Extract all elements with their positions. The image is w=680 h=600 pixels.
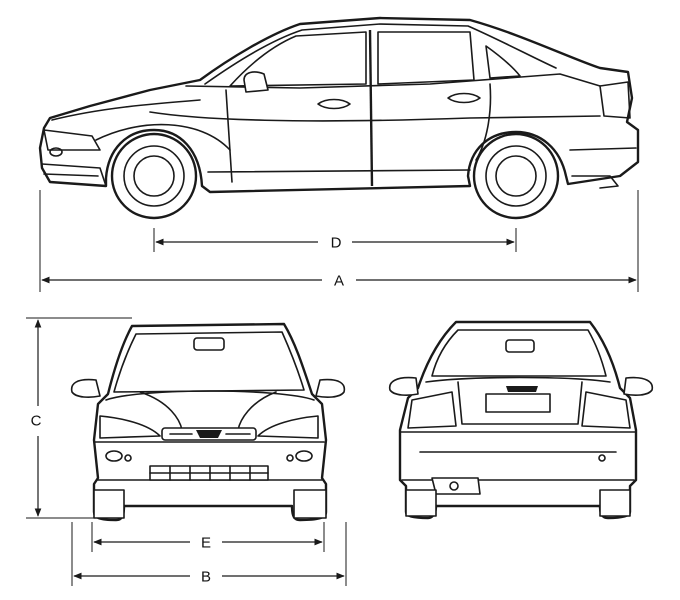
rear-side-window <box>377 31 475 85</box>
quarter-window <box>485 45 521 79</box>
front-view <box>70 322 346 522</box>
dimension-a: A <box>39 190 639 292</box>
dimension-a-label: A <box>334 273 344 290</box>
rear-right-mirror <box>623 376 654 396</box>
dimension-e-label: E <box>201 535 211 552</box>
rear-wheel <box>472 132 560 220</box>
front-left-tyre <box>93 489 125 519</box>
front-left-foglight <box>105 450 123 462</box>
side-mirror <box>243 71 269 93</box>
dimension-b-label: B <box>201 569 211 586</box>
rear-left-mirror <box>388 376 419 396</box>
front-wheel <box>110 132 198 220</box>
front-right-mirror <box>315 378 346 398</box>
front-body-outline <box>92 322 328 522</box>
rear-left-taillight <box>407 391 457 429</box>
rear-view <box>388 320 654 520</box>
rear-brake-light <box>505 339 535 353</box>
exhaust-pipe <box>449 481 459 491</box>
front-left-headlight <box>99 415 161 439</box>
front-right-headlight <box>257 415 319 439</box>
dimension-e: E <box>91 522 325 552</box>
front-right-foglight <box>295 450 313 462</box>
front-windshield <box>113 331 305 393</box>
rearview-mirror <box>193 337 225 351</box>
dimension-d-label: D <box>331 235 342 252</box>
rear-license-plate <box>485 393 551 413</box>
front-left-mirror <box>70 378 101 398</box>
rear-right-tyre <box>599 489 631 517</box>
front-right-tyre <box>293 489 327 519</box>
rear-door-handle <box>447 92 481 104</box>
side-view <box>38 16 640 220</box>
taillight <box>599 81 631 119</box>
rear-right-taillight <box>581 391 631 429</box>
side-body-outline <box>38 16 640 194</box>
headlight <box>43 129 101 151</box>
dimension-b: B <box>71 522 347 586</box>
rear-left-tyre <box>405 489 437 517</box>
rear-window <box>431 329 607 377</box>
dimension-c-label: C <box>31 413 42 430</box>
dimension-c: C <box>26 317 132 519</box>
dimension-d: D <box>153 228 517 252</box>
front-side-window <box>229 31 367 87</box>
front-door-handle <box>317 98 351 110</box>
